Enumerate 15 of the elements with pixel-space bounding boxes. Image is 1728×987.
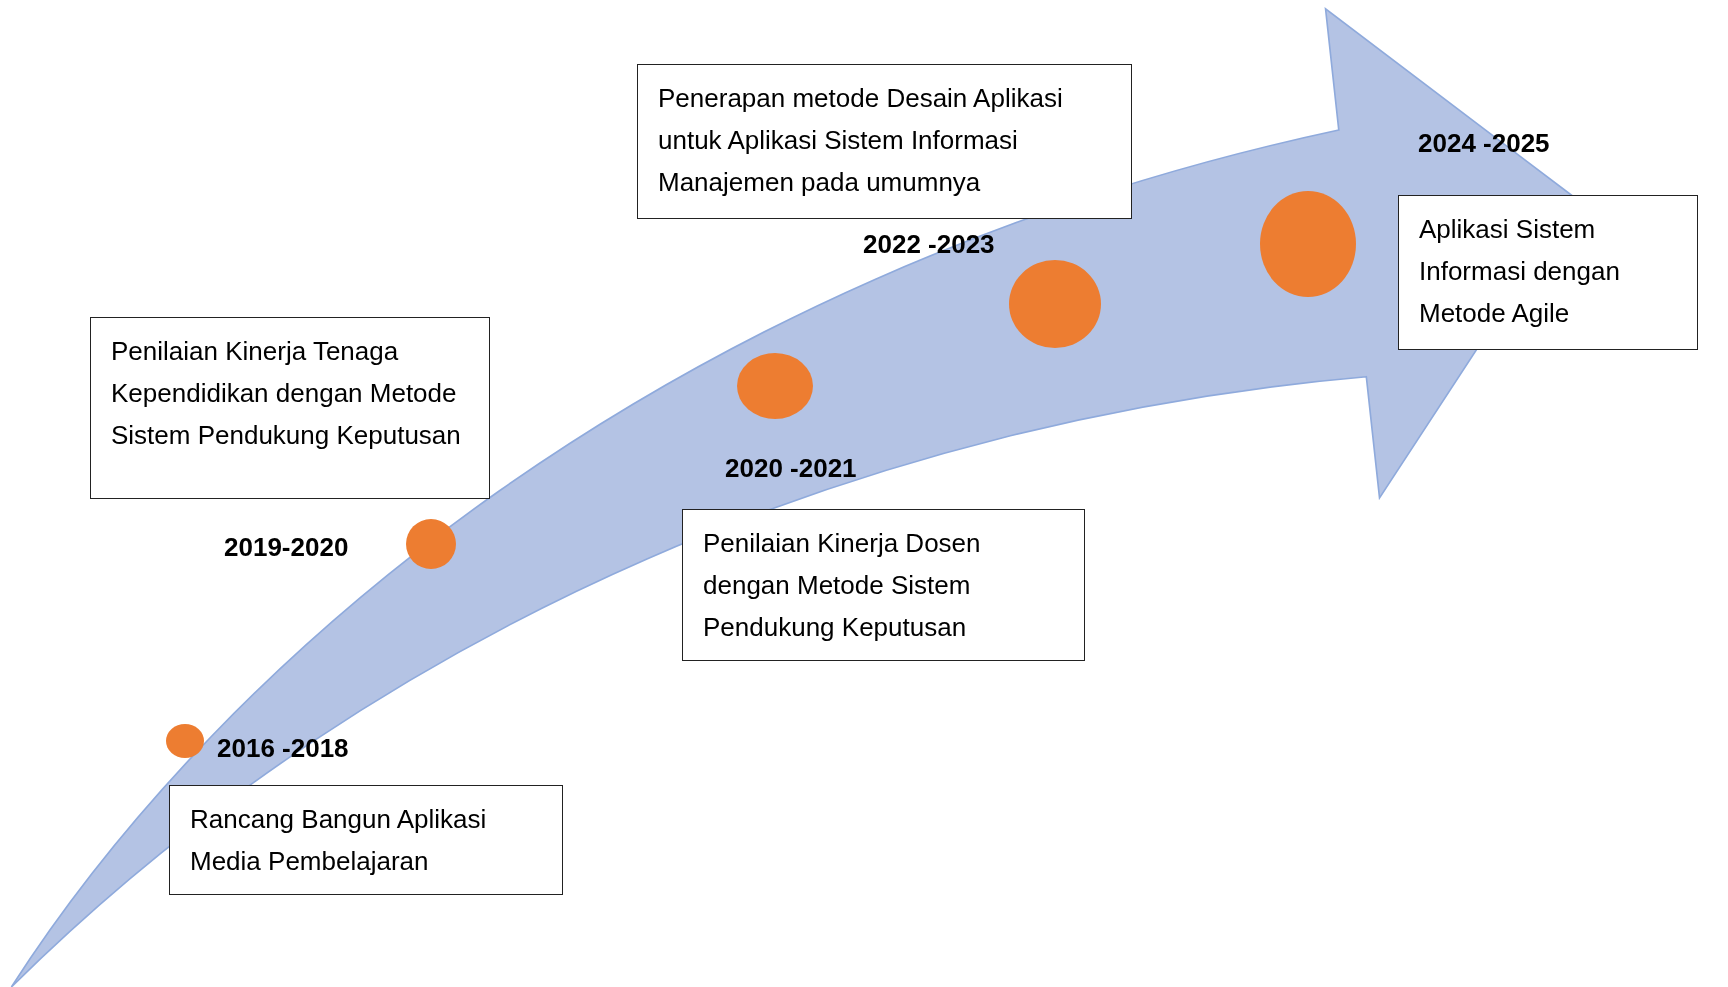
text-box: Penilaian Kinerja Dosen dengan Metode Sistem Pendukung Keputusan bbox=[682, 509, 1085, 661]
text-box: Aplikasi Sistem Informasi dengan Metode Agile bbox=[1398, 195, 1698, 350]
year-label: 2016 -2018 bbox=[217, 733, 349, 764]
year-label: 2022 -2023 bbox=[863, 229, 995, 260]
year-label: 2024 -2025 bbox=[1418, 128, 1550, 159]
text-box: Penilaian Kinerja Tenaga Kependidikan dengan Metode Sistem Pendukung Keputusan bbox=[90, 317, 490, 499]
milestone-dot bbox=[737, 353, 813, 419]
milestone-dot bbox=[166, 724, 204, 758]
milestone-dot bbox=[406, 519, 456, 569]
year-label: 2019-2020 bbox=[224, 532, 349, 563]
text-box: Penerapan metode Desain Aplikasi untuk Aplikasi Sistem Informasi Manajemen pada umumnya bbox=[637, 64, 1132, 219]
milestone-dot bbox=[1009, 260, 1101, 348]
milestone-dot bbox=[1260, 191, 1356, 297]
year-label: 2020 -2021 bbox=[725, 453, 857, 484]
text-box: Rancang Bangun Aplikasi Media Pembelajaran bbox=[169, 785, 563, 895]
